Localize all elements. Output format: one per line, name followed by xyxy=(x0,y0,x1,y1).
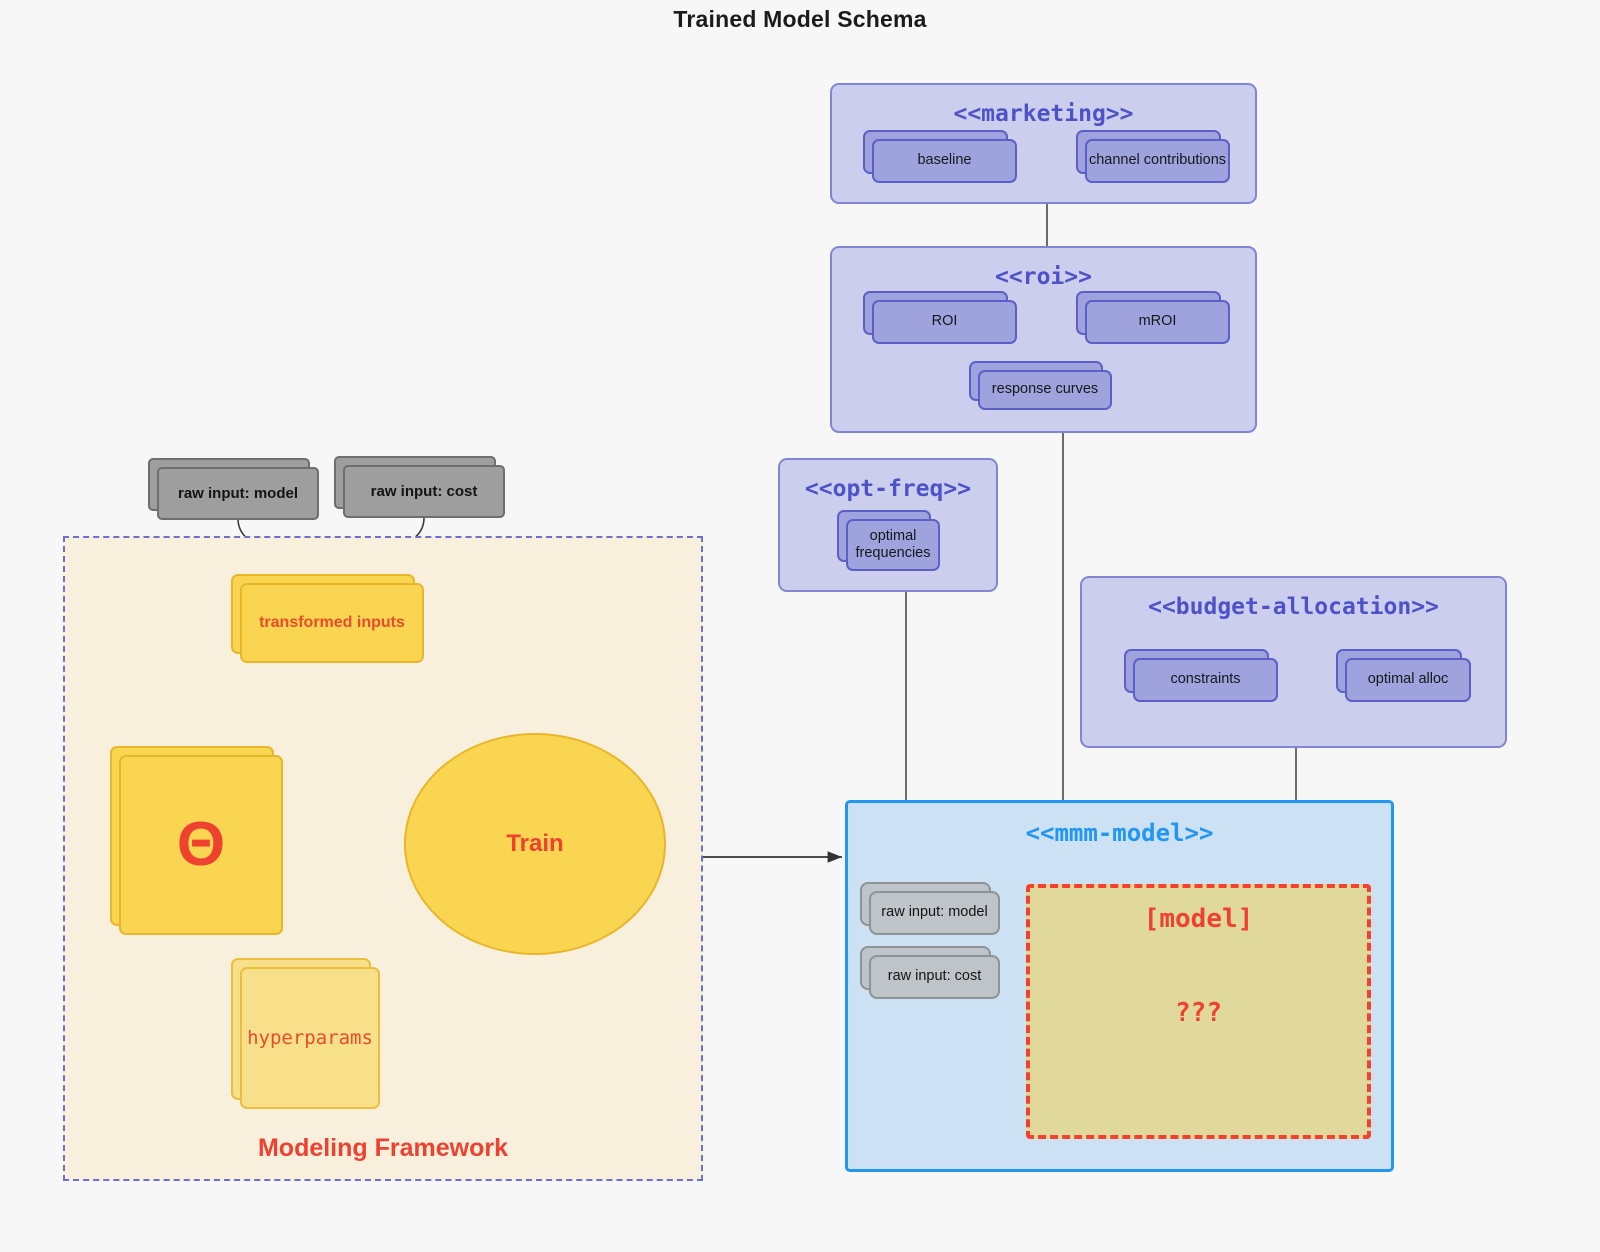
transformed-inputs-card[interactable]: transformed inputs xyxy=(231,574,424,663)
package-mmm-model-title: <<mmm-model>> xyxy=(1025,819,1214,847)
raw-input-cost-card[interactable]: raw input: cost xyxy=(334,456,505,518)
model-placeholder-box[interactable]: [model] ??? xyxy=(1026,884,1371,1139)
transformed-inputs-label: transformed inputs xyxy=(240,583,424,663)
theta-symbol-icon: Θ xyxy=(119,755,283,935)
node-channel-contributions[interactable]: channel contributions xyxy=(1076,130,1230,183)
mmm-raw-input-cost-label: raw input: cost xyxy=(869,955,1000,999)
modeling-framework-label: Modeling Framework xyxy=(257,1134,509,1162)
node-response-curves[interactable]: response curves xyxy=(969,361,1112,410)
node-mroi[interactable]: mROI xyxy=(1076,291,1230,344)
node-optimal-alloc[interactable]: optimal alloc xyxy=(1336,649,1471,702)
theta-glyph: Θ xyxy=(176,810,226,879)
page-title: Trained Model Schema xyxy=(673,6,927,32)
node-roi-label: ROI xyxy=(872,300,1017,344)
node-optimal-alloc-label: optimal alloc xyxy=(1345,658,1471,702)
package-opt-freq-title: <<opt-freq>> xyxy=(804,476,972,502)
node-response-curves-label: response curves xyxy=(978,370,1112,410)
train-label: Train xyxy=(506,830,564,857)
train-process[interactable]: Train xyxy=(404,733,666,955)
node-baseline-label: baseline xyxy=(872,139,1017,183)
model-placeholder-title: [model] xyxy=(1143,904,1254,934)
raw-input-model-card[interactable]: raw input: model xyxy=(148,458,319,520)
hyperparams-label: hyperparams xyxy=(240,967,380,1109)
mmm-raw-input-model[interactable]: raw input: model xyxy=(860,882,1000,935)
node-roi[interactable]: ROI xyxy=(863,291,1017,344)
model-placeholder-unknown: ??? xyxy=(1175,998,1222,1028)
theta-card[interactable]: Θ xyxy=(110,746,283,935)
mmm-raw-input-model-label: raw input: model xyxy=(869,891,1000,935)
raw-input-model-label: raw input: model xyxy=(157,467,319,520)
hyperparams-card[interactable]: hyperparams xyxy=(231,958,380,1109)
node-optimal-frequencies[interactable]: optimal frequencies xyxy=(837,510,940,571)
package-marketing-title: <<marketing>> xyxy=(953,101,1134,127)
raw-input-cost-label: raw input: cost xyxy=(343,465,505,518)
mmm-raw-input-cost[interactable]: raw input: cost xyxy=(860,946,1000,999)
package-roi-title: <<roi>> xyxy=(995,264,1092,290)
node-channel-contributions-label: channel contributions xyxy=(1085,139,1230,183)
node-constraints-label: constraints xyxy=(1133,658,1278,702)
node-constraints[interactable]: constraints xyxy=(1124,649,1278,702)
node-mroi-label: mROI xyxy=(1085,300,1230,344)
node-baseline[interactable]: baseline xyxy=(863,130,1017,183)
node-optimal-frequencies-label: optimal frequencies xyxy=(846,519,940,571)
package-budget-allocation-title: <<budget-allocation>> xyxy=(1148,594,1439,620)
